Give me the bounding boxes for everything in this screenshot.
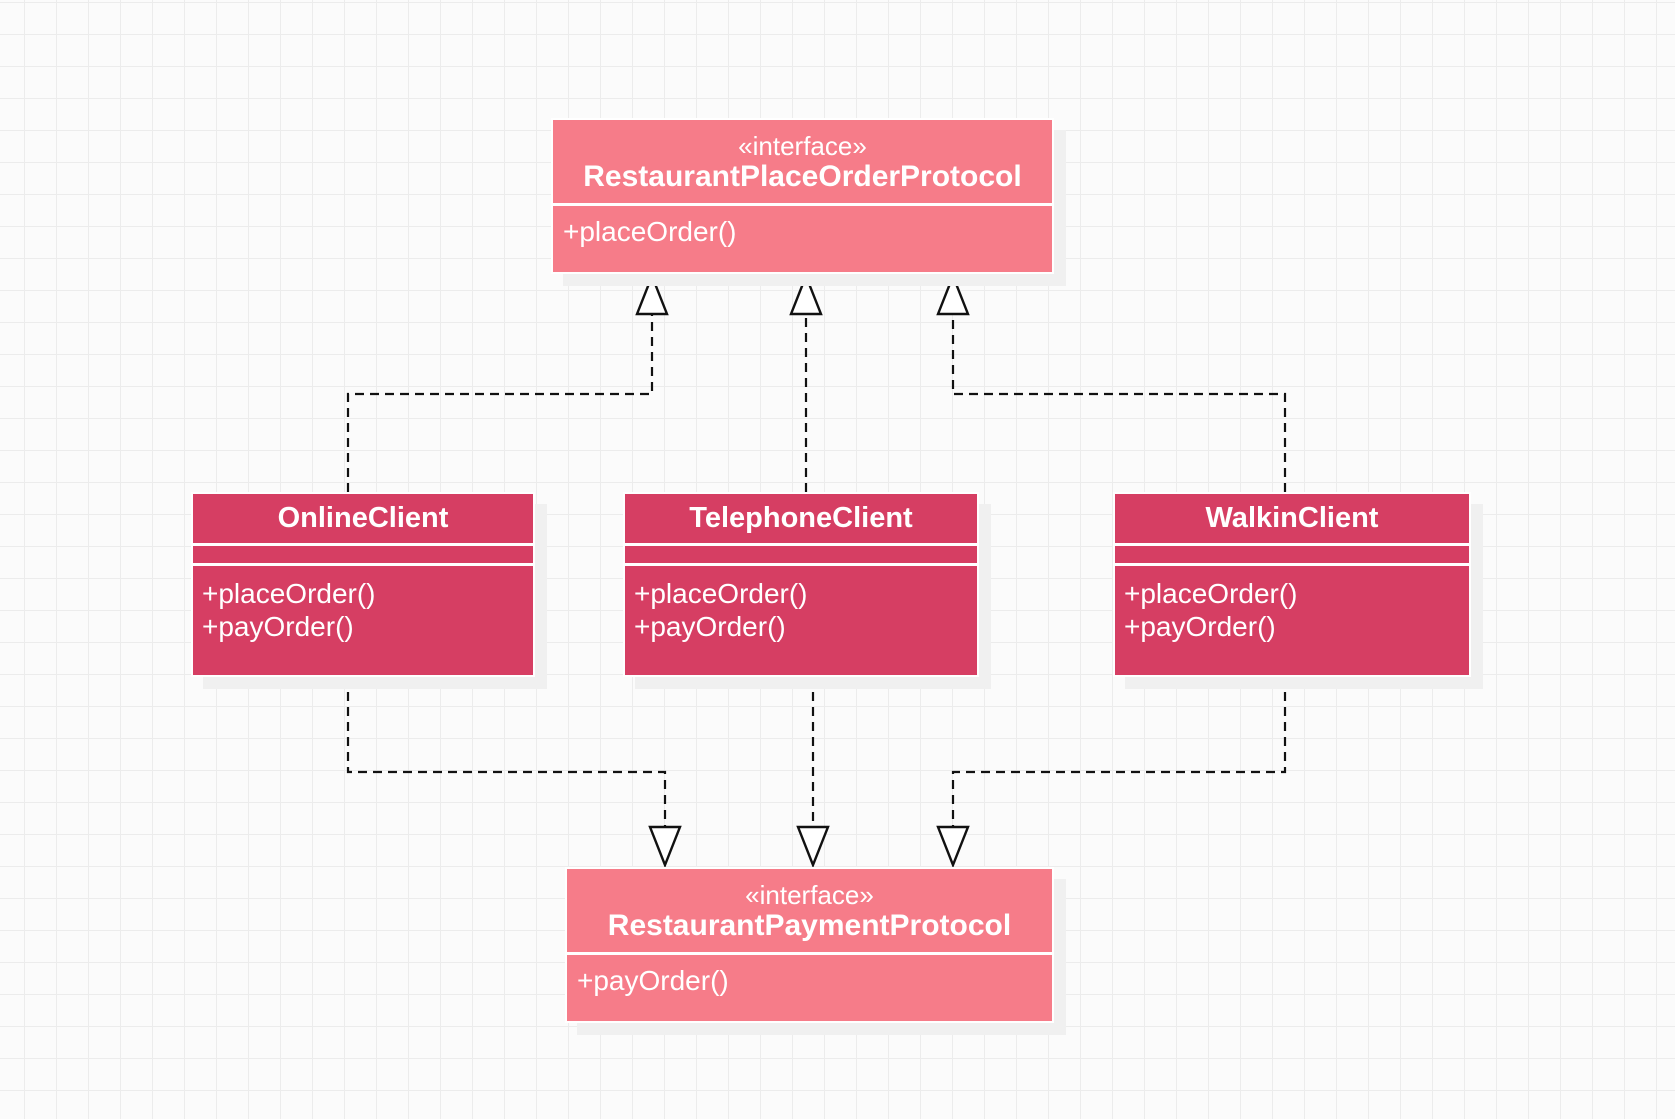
method-item: +placeOrder() (563, 216, 737, 247)
method-item: +payOrder() (202, 611, 354, 642)
node-header: TelephoneClient (625, 494, 977, 546)
edge-line (951, 677, 1287, 827)
node-methods: +placeOrder() +payOrder() (193, 566, 533, 675)
method-item: +payOrder() (577, 965, 729, 996)
node-header: OnlineClient (193, 494, 533, 546)
stereotype-label: «interface» (738, 130, 867, 161)
hollow-triangle-arrowhead (936, 825, 970, 869)
edge-line (346, 677, 667, 827)
method-item: +placeOrder() (634, 578, 808, 609)
realization-edge-telephoneclient-to-placeorderprotocol[interactable] (789, 272, 823, 492)
attributes-section-empty (625, 546, 977, 566)
attributes-section-empty (193, 546, 533, 566)
node-header: WalkinClient (1115, 494, 1469, 546)
node-methods: +placeOrder() (553, 206, 1052, 272)
realization-edge-onlineclient-to-paymentprotocol[interactable] (346, 677, 682, 869)
stereotype-label: «interface» (745, 879, 874, 910)
class-node-onlineclient[interactable]: OnlineClient +placeOrder() +payOrder() (191, 492, 535, 677)
node-name: RestaurantPaymentProtocol (607, 908, 1012, 942)
hollow-triangle-arrowhead (635, 272, 669, 316)
node-methods: +placeOrder() +payOrder() (625, 566, 977, 675)
realization-edge-walkinclient-to-paymentprotocol[interactable] (936, 677, 1287, 869)
method-item: +payOrder() (1124, 611, 1276, 642)
realization-edge-onlineclient-to-placeorderprotocol[interactable] (346, 272, 669, 492)
realization-edge-telephoneclient-to-paymentprotocol[interactable] (796, 677, 830, 869)
hollow-triangle-arrowhead (936, 272, 970, 316)
node-name: RestaurantPlaceOrderProtocol (583, 159, 1022, 193)
hollow-triangle-arrowhead (796, 825, 830, 869)
class-node-walkinclient[interactable]: WalkinClient +placeOrder() +payOrder() (1113, 492, 1471, 677)
realization-edge-walkinclient-to-placeorderprotocol[interactable] (936, 272, 1287, 492)
attributes-section-empty (1115, 546, 1469, 566)
edge-line (346, 314, 654, 492)
node-header: «interface» RestaurantPlaceOrderProtocol (553, 120, 1052, 206)
node-name: OnlineClient (277, 502, 449, 534)
node-methods: +placeOrder() +payOrder() (1115, 566, 1469, 675)
node-name: TelephoneClient (689, 502, 913, 534)
hollow-triangle-arrowhead (648, 825, 682, 869)
interface-node-restaurantplaceorderprotocol[interactable]: «interface» RestaurantPlaceOrderProtocol… (551, 118, 1054, 274)
method-item: +placeOrder() (1124, 578, 1298, 609)
method-item: +placeOrder() (202, 578, 376, 609)
node-name: WalkinClient (1205, 502, 1379, 534)
method-item: +payOrder() (634, 611, 786, 642)
edge-line (951, 314, 1287, 492)
node-header: «interface» RestaurantPaymentProtocol (567, 869, 1052, 955)
node-methods: +payOrder() (567, 955, 1052, 1021)
interface-node-restaurantpaymentprotocol[interactable]: «interface» RestaurantPaymentProtocol +p… (565, 867, 1054, 1023)
hollow-triangle-arrowhead (789, 272, 823, 316)
class-node-telephoneclient[interactable]: TelephoneClient +placeOrder() +payOrder(… (623, 492, 979, 677)
